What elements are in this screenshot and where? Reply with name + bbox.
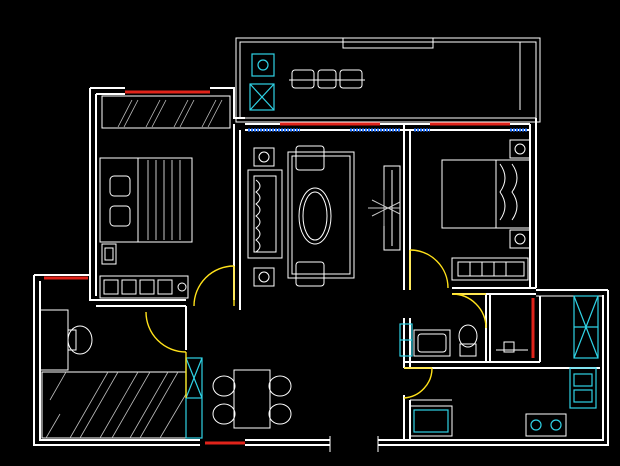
dining-table-icon <box>233 369 271 429</box>
balcony <box>235 37 541 123</box>
kitchen-counter <box>409 399 453 437</box>
chair-icon <box>212 375 292 425</box>
bed-icon <box>99 157 193 243</box>
stove-icon <box>525 413 567 437</box>
master-bedroom-balcony-tiles <box>101 95 231 129</box>
second-wardrobe-icon <box>451 257 529 281</box>
nightstand-icon <box>101 243 117 265</box>
kitchen-sink-icon <box>569 367 597 409</box>
balcony-sink-icon <box>251 53 275 77</box>
sink-icon <box>413 329 451 357</box>
windows <box>44 90 535 445</box>
second-bed-icon <box>441 159 531 229</box>
outer-walls <box>33 87 609 452</box>
coffee-table-icon <box>287 151 355 279</box>
sofa-icon <box>247 169 283 259</box>
washing-machine-icon <box>249 83 275 111</box>
nightstand-icon <box>509 139 531 249</box>
tall-cabinet-icon <box>573 295 599 359</box>
armchair-icon <box>295 145 325 287</box>
toilet-icon <box>458 324 478 357</box>
doors <box>145 249 487 399</box>
wardrobe-icon <box>99 275 189 299</box>
utility-room <box>39 309 93 371</box>
shower-icon <box>496 341 528 353</box>
dining-cabinet-icon <box>185 357 203 439</box>
bathroom-cabinet-icon <box>399 323 413 357</box>
tv-icon <box>368 165 401 251</box>
balcony-chair-icon <box>289 69 365 89</box>
side-table-icon <box>253 147 275 287</box>
storage-hatched-area <box>41 371 187 439</box>
